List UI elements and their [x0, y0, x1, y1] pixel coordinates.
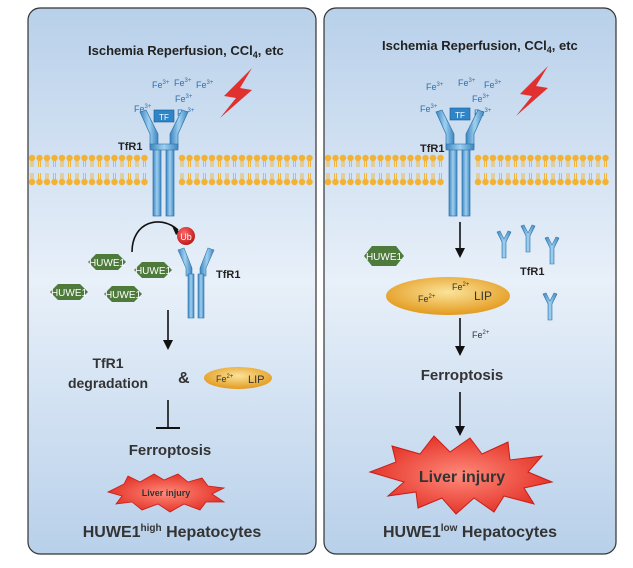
huwe1-label: HUWE1: [89, 258, 126, 269]
left-receptor: [139, 109, 189, 217]
right-receptor: [435, 109, 485, 217]
left-panel-bg: [27, 7, 317, 555]
fe3-label: Fe3+: [196, 80, 214, 90]
left-lightning-icon: [220, 68, 252, 118]
left-panel: Ischemia Reperfusion, CCl4, etc Fe3+ Fe3…: [27, 7, 317, 555]
left-tfr1-bound-label: TfR1: [216, 269, 240, 281]
right-tf-box: [449, 107, 471, 121]
left-degradation-line2: degradation: [68, 375, 148, 391]
fe3-label: Fe3+: [472, 94, 490, 104]
fe3-label: Fe3+: [420, 104, 438, 114]
left-lip-label: LIP: [248, 374, 265, 386]
fe3-label: Fe3+: [458, 78, 476, 88]
right-fe2-release: Fe2+: [472, 330, 490, 340]
left-ferroptosis-label: Ferroptosis: [129, 442, 212, 459]
left-tfr1-top-label: TfR1: [118, 141, 142, 153]
left-tf-label: TF: [159, 113, 169, 122]
left-stimulus-label: Ischemia Reperfusion, CCl4, etc: [88, 43, 284, 60]
right-tfr1-free-label: TfR1: [520, 266, 544, 278]
right-panel: Ischemia Reperfusion, CCl4, etc Fe3+ Fe3…: [323, 7, 617, 555]
right-footer: HUWE1low Hepatocytes: [383, 523, 557, 541]
right-tf-label: TF: [455, 111, 465, 120]
right-huwe1-label: HUWE1: [366, 252, 403, 263]
right-liver-injury-label: Liver injury: [419, 469, 505, 486]
left-ub-circle: [177, 227, 195, 245]
left-ub-label: Ub: [180, 232, 192, 242]
huwe1-label: HUWE1: [105, 290, 142, 301]
left-lip-pool: [204, 367, 272, 389]
left-degradation-line1: TfR1: [92, 355, 123, 371]
left-footer: HUWE1high Hepatocytes: [83, 523, 262, 541]
right-lip-pool: [386, 277, 510, 315]
right-tfr1-top-label: TfR1: [420, 143, 444, 155]
fe3-label: Fe3+: [134, 104, 152, 114]
right-lip-label: LIP: [474, 289, 492, 303]
fe3-label: Fe3+: [426, 82, 444, 92]
fe3-label: Fe3+: [484, 80, 502, 90]
huwe1-label: HUWE1: [135, 266, 172, 277]
right-stimulus-label: Ischemia Reperfusion, CCl4, etc: [382, 38, 578, 55]
right-lightning-icon: [516, 66, 548, 116]
left-lip-fe: Fe2+: [216, 374, 234, 384]
left-huwe1-cluster: HUWE1 HUWE1 HUWE1 HUWE1: [50, 254, 172, 302]
right-huwe1-hexagon: [364, 246, 404, 266]
left-ampersand: &: [178, 370, 190, 387]
huwe1-label: HUWE1: [51, 288, 88, 299]
right-lip-fe-b: Fe2+: [452, 282, 470, 292]
left-ubiquitination-arrow: [131, 221, 179, 253]
right-lip-fe-a: Fe2+: [418, 294, 436, 304]
left-liver-injury-label: Liver injury: [142, 488, 191, 498]
fe3-label: Fe3+: [175, 94, 193, 104]
fe3-label: Fe3+: [174, 78, 192, 88]
right-ferroptosis-label: Ferroptosis: [421, 367, 504, 384]
left-internalized-receptor: [177, 247, 215, 319]
right-liver-injury-burst: [368, 435, 554, 515]
left-liver-injury-burst: [106, 473, 226, 513]
left-tf-box: [153, 109, 175, 123]
fe3-label: Fe3+: [152, 80, 170, 90]
